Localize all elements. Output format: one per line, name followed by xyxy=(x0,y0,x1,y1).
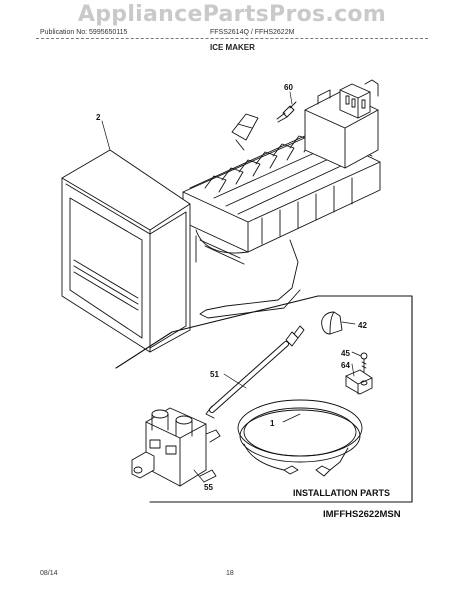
cap-part-42 xyxy=(321,311,343,335)
callout-45: 45 xyxy=(341,349,350,358)
clamp-part-64 xyxy=(345,369,373,395)
ice-maker-assembly xyxy=(61,79,381,353)
callout-1: 1 xyxy=(270,419,275,428)
callout-51: 51 xyxy=(210,370,219,379)
fill-tube-part-51 xyxy=(205,325,305,419)
water-line-part-1 xyxy=(237,399,363,477)
callout-64: 64 xyxy=(341,361,350,370)
screw-part-45 xyxy=(360,352,368,373)
callout-labels: 2 60 42 45 64 51 1 55 INSTALLATION PARTS xyxy=(96,83,390,498)
installation-parts-label: INSTALLATION PARTS xyxy=(293,488,390,498)
installation-parts-panel xyxy=(115,295,413,503)
figure-id: IMFFHS2622MSN xyxy=(323,509,401,520)
publication-number: Publication No: 5995650115 xyxy=(40,29,128,36)
callout-42: 42 xyxy=(358,321,367,330)
model-numbers: FFSS2614Q / FFHS2622M xyxy=(210,29,295,36)
callout-55: 55 xyxy=(204,483,213,492)
screw-part-60 xyxy=(276,101,297,123)
callout-leaders xyxy=(101,91,362,483)
water-valve-part-55 xyxy=(131,407,221,487)
callout-2: 2 xyxy=(96,113,101,122)
site-watermark: AppliancePartsPros.com xyxy=(77,2,387,27)
footer-date: 08/14 xyxy=(40,570,58,577)
page-number: 18 xyxy=(226,570,234,577)
header-divider xyxy=(36,38,428,39)
section-title: ICE MAKER xyxy=(210,43,255,52)
callout-60: 60 xyxy=(284,83,293,92)
